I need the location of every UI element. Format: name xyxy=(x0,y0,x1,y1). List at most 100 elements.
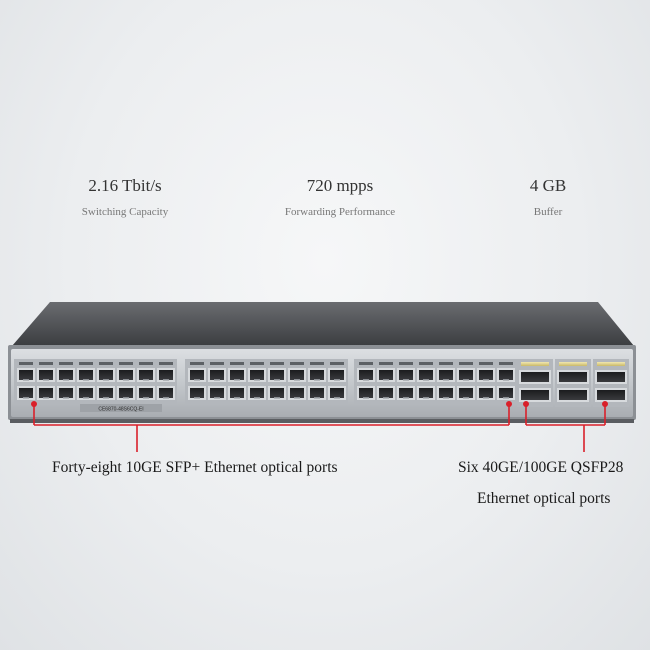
sfp-port xyxy=(439,388,453,398)
qsfp-port xyxy=(521,390,549,400)
callout-dot xyxy=(602,401,608,407)
spec-forwarding-performance: 720 mpps Forwarding Performance xyxy=(240,176,440,218)
sfp-port xyxy=(479,388,493,398)
sfp-port xyxy=(459,388,473,398)
spec-buffer: 4 GB Buffer xyxy=(448,176,648,218)
sfp-latch xyxy=(503,397,509,399)
sfp-port xyxy=(139,370,153,380)
callout-dot xyxy=(523,401,529,407)
qsfp-port xyxy=(559,372,587,382)
sfp-port xyxy=(270,370,284,380)
sfp-port xyxy=(379,370,393,380)
port-led xyxy=(499,362,513,365)
sfp-port xyxy=(99,388,113,398)
sfp-latch xyxy=(143,379,149,381)
sfp-latch xyxy=(234,379,240,381)
sfp-port xyxy=(59,370,73,380)
callout-dot xyxy=(31,401,37,407)
sfp-latch xyxy=(43,379,49,381)
sfp-latch xyxy=(423,379,429,381)
sfp-port xyxy=(119,388,133,398)
sfp-port xyxy=(439,370,453,380)
port-led xyxy=(39,362,53,365)
callout-sfp-ports: Forty-eight 10GE SFP+ Ethernet optical p… xyxy=(52,459,338,476)
sfp-port xyxy=(119,370,133,380)
sfp-port xyxy=(230,370,244,380)
port-led xyxy=(310,362,324,365)
sfp-latch xyxy=(83,397,89,399)
qsfp-port xyxy=(521,372,549,382)
sfp-latch xyxy=(383,379,389,381)
sfp-latch xyxy=(43,397,49,399)
port-led xyxy=(479,362,493,365)
sfp-port xyxy=(419,388,433,398)
port-led xyxy=(439,362,453,365)
port-led xyxy=(330,362,344,365)
sfp-latch xyxy=(163,379,169,381)
callout-bracket-left xyxy=(33,404,510,452)
sfp-port xyxy=(290,370,304,380)
sfp-latch xyxy=(234,397,240,399)
port-led xyxy=(99,362,113,365)
port-led xyxy=(159,362,173,365)
sfp-latch xyxy=(403,379,409,381)
sfp-latch xyxy=(123,397,129,399)
sfp-port-bank xyxy=(14,359,517,405)
sfp-port xyxy=(210,370,224,380)
port-led xyxy=(139,362,153,365)
sfp-port xyxy=(499,370,513,380)
callout-qsfp-ports-line1: Six 40GE/100GE QSFP28 xyxy=(458,459,624,476)
sfp-port xyxy=(419,370,433,380)
sfp-latch xyxy=(163,397,169,399)
sfp-port xyxy=(79,388,93,398)
callout-qsfp-ports-line2: Ethernet optical ports xyxy=(477,490,611,507)
sfp-latch xyxy=(294,397,300,399)
sfp-port xyxy=(190,370,204,380)
callout-bracket-right xyxy=(525,404,606,452)
sfp-port xyxy=(330,370,344,380)
sfp-latch xyxy=(443,379,449,381)
sfp-port xyxy=(159,370,173,380)
qsfp-port xyxy=(597,372,625,382)
chassis-top xyxy=(12,302,634,346)
qsfp-port xyxy=(559,390,587,400)
sfp-latch xyxy=(503,379,509,381)
sfp-latch xyxy=(463,379,469,381)
sfp-latch xyxy=(363,379,369,381)
sfp-latch xyxy=(443,397,449,399)
sfp-port xyxy=(39,370,53,380)
spec-value: 2.16 Tbit/s xyxy=(88,176,162,195)
sfp-latch xyxy=(423,397,429,399)
port-led xyxy=(210,362,224,365)
port-led xyxy=(359,362,373,365)
model-label: CE6870-48S6CQ-EI xyxy=(98,407,143,413)
port-led xyxy=(19,362,33,365)
sfp-port xyxy=(479,370,493,380)
sfp-latch xyxy=(83,379,89,381)
sfp-port xyxy=(250,388,264,398)
sfp-port xyxy=(250,370,264,380)
sfp-latch xyxy=(23,397,29,399)
sfp-latch xyxy=(314,379,320,381)
sfp-latch xyxy=(334,397,340,399)
sfp-port xyxy=(19,388,33,398)
port-led xyxy=(270,362,284,365)
sfp-latch xyxy=(254,379,260,381)
sfp-latch xyxy=(274,379,280,381)
sfp-latch xyxy=(363,397,369,399)
sfp-latch xyxy=(23,379,29,381)
sfp-port xyxy=(270,388,284,398)
sfp-port xyxy=(59,388,73,398)
sfp-port xyxy=(290,388,304,398)
sfp-latch xyxy=(214,379,220,381)
model-label-plate xyxy=(80,404,162,412)
sfp-port xyxy=(399,370,413,380)
sfp-latch xyxy=(143,397,149,399)
sfp-latch xyxy=(123,379,129,381)
sfp-port xyxy=(230,388,244,398)
sfp-latch xyxy=(403,397,409,399)
qsfp-port-bank xyxy=(517,359,629,407)
sfp-latch xyxy=(383,397,389,399)
sfp-latch xyxy=(194,397,200,399)
